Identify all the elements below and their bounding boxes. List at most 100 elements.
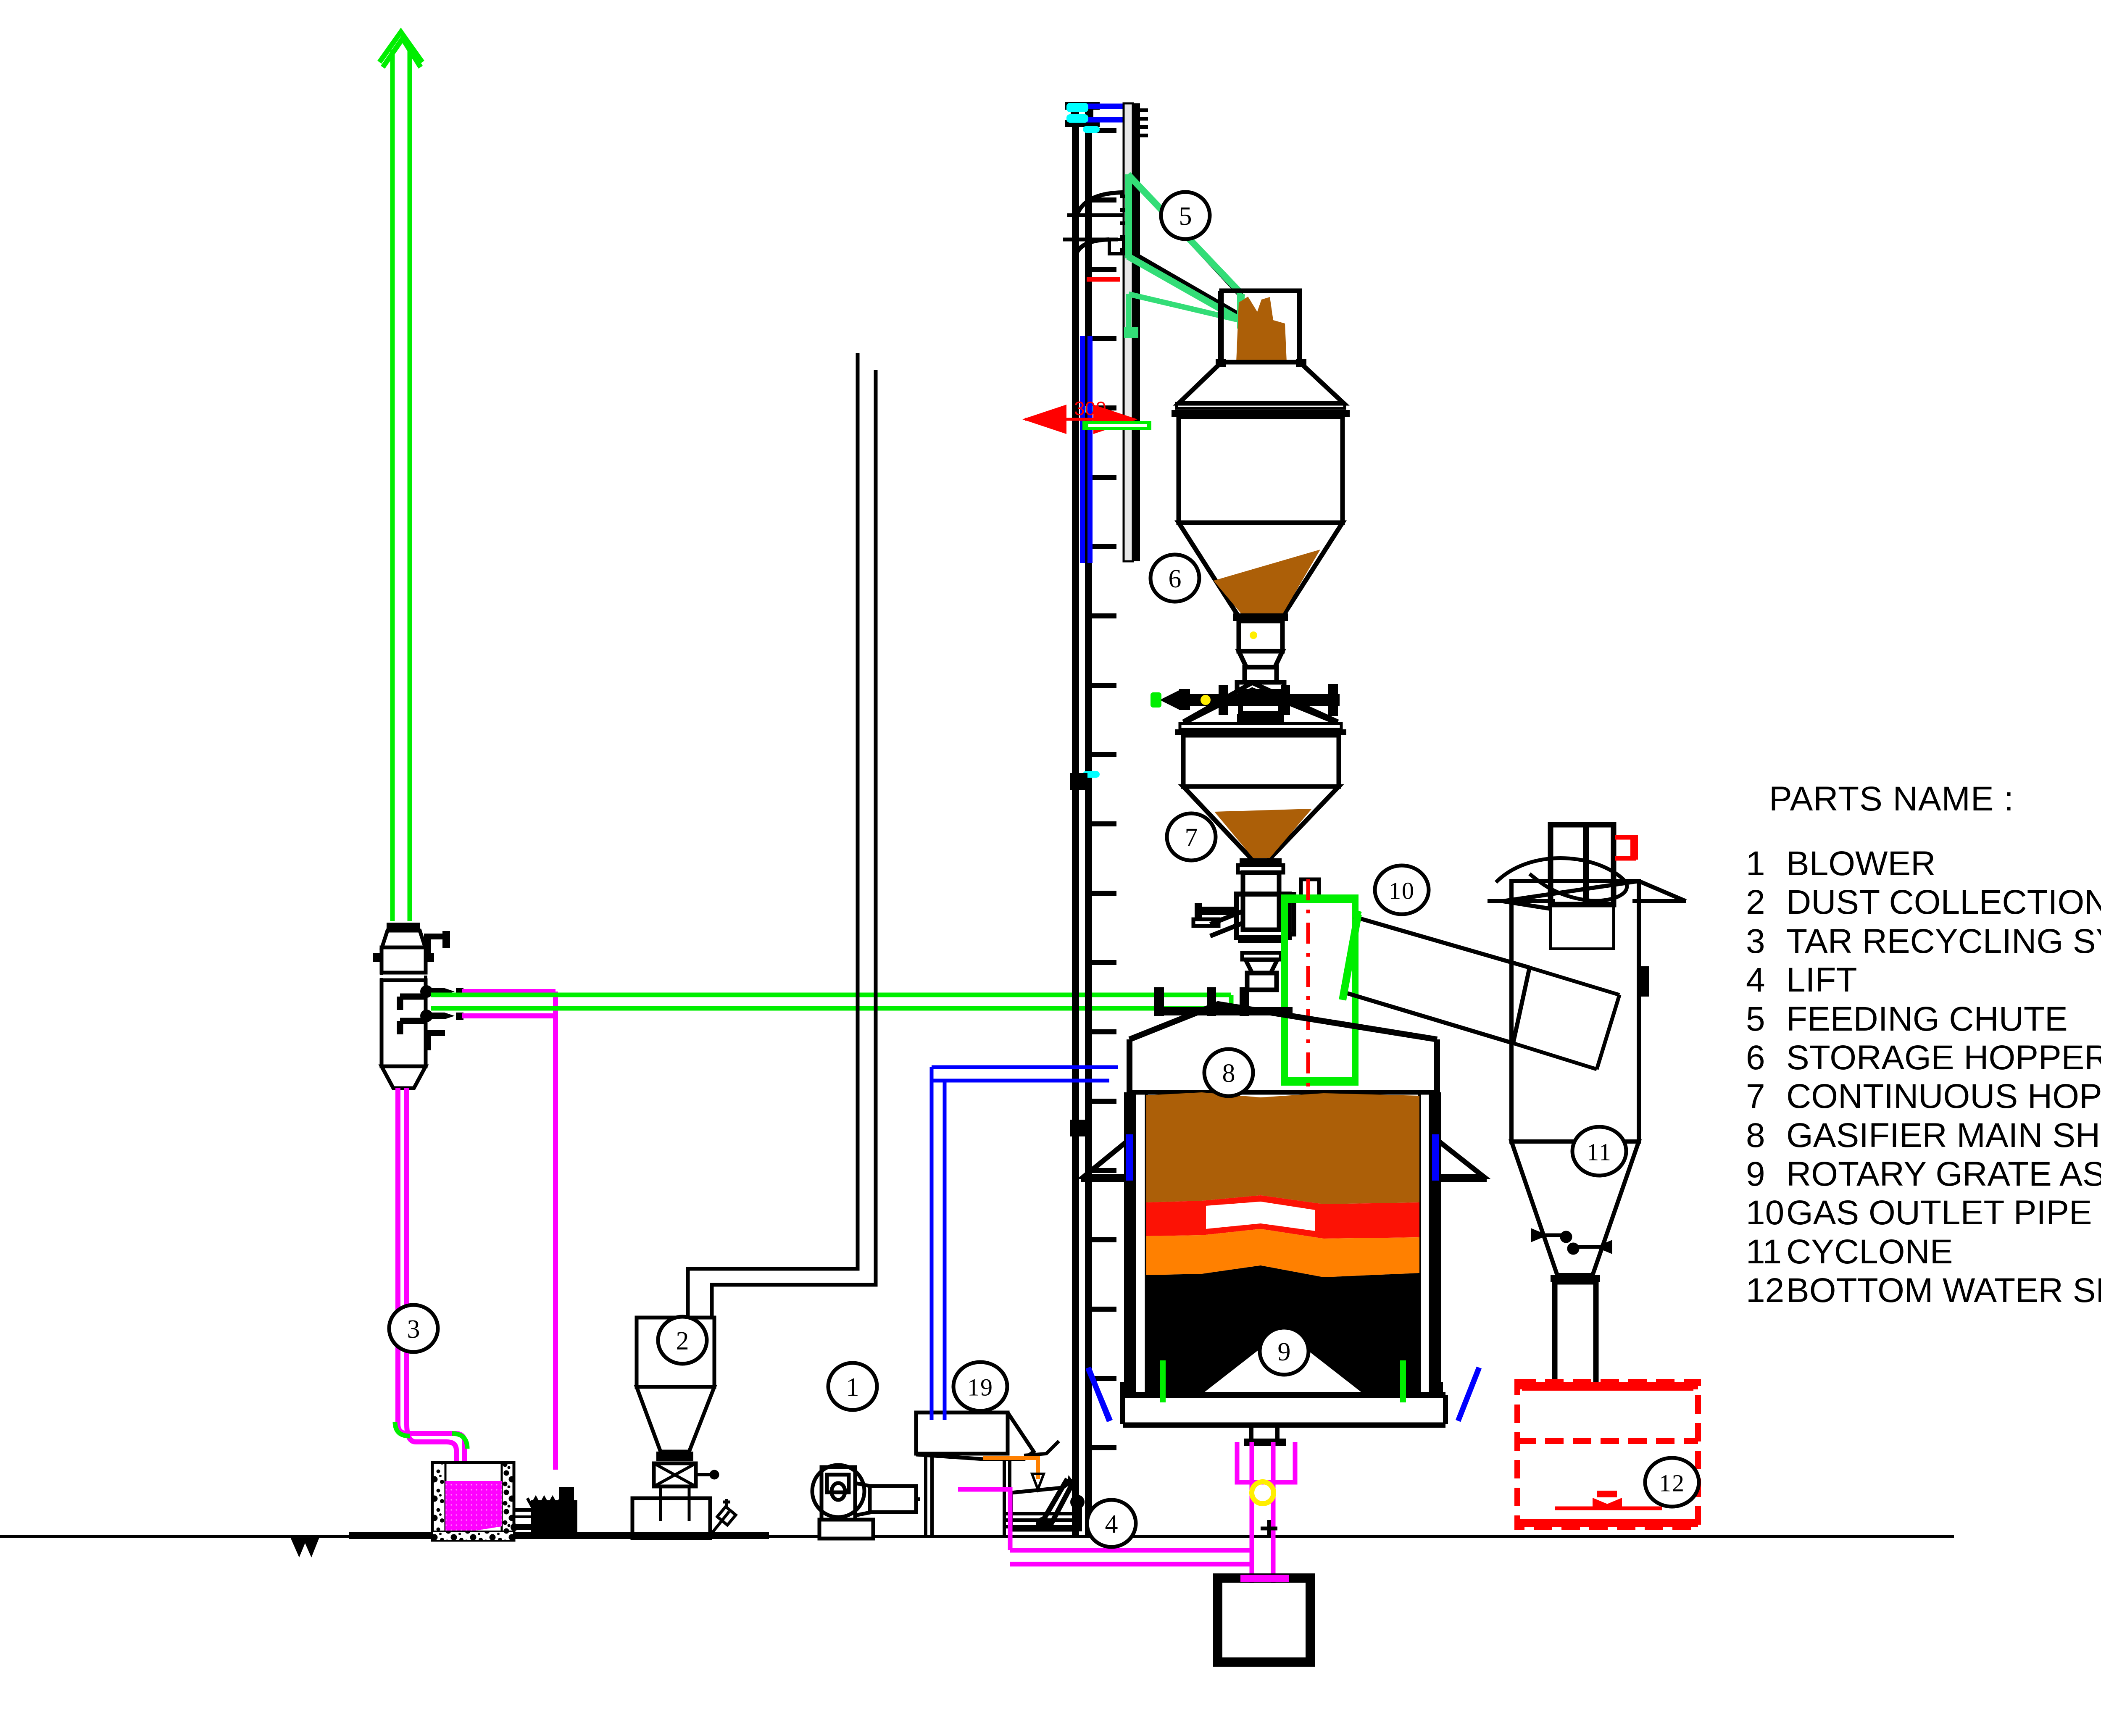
balloon-19: 19 [951,1360,1009,1413]
balloon-4: 4 [1085,1498,1138,1549]
legend-item-number: 8 [1746,1116,1765,1155]
tar-pipe-network [395,989,558,1470]
legend-item-name: BLOWER [1786,844,1936,883]
bottom-water-seal-tank [1514,1379,1701,1530]
balloon-circle [1643,1456,1701,1509]
dimension-300-label: 300 [1074,397,1106,419]
balloon-circle [1202,1047,1255,1098]
tar-loop-elbow-highlight [392,1421,470,1449]
zone-drying-brown [1146,1092,1419,1204]
legend-item-name: CONTINUOUS HOPPER [1786,1077,2101,1116]
ash-discharge-seal [958,1423,1298,1597]
dust-collector-duct [686,353,878,1318]
legend-item-1: 1 BLOWER [1746,844,2101,883]
balloon-label: 4 [1105,1510,1118,1539]
legend-item-number: 5 [1746,1000,1765,1038]
balloon-label: 11 [1587,1139,1612,1166]
balloon-circle [1373,863,1431,916]
legend-item-3: 3 TAR RECYCLING SYSTEM [1746,922,2101,960]
blue-strut [1086,1368,1113,1422]
green-vent-stack [377,27,424,921]
cooling-water-line [929,1065,1118,1420]
producer-gas-line [431,992,1234,1011]
legend-item-number: 6 [1746,1038,1765,1077]
balloon-12: 12 [1643,1456,1701,1509]
balloon-6: 6 [1148,552,1201,604]
legend-item-number: 2 [1746,883,1765,922]
tar-pump [511,1487,577,1538]
balloon-label: 1 [846,1373,859,1402]
balloon-11: 11 [1570,1125,1628,1178]
balloon-circle [1570,1125,1628,1178]
biomass-in-continuous-hopper [1214,809,1312,858]
legend-item-5: 5 FEEDING CHUTE [1746,1000,2101,1038]
balloon-8: 8 [1202,1047,1255,1098]
lift-stop-1: 1 [1135,191,1140,201]
balloon-label: 10 [1389,877,1415,905]
legend-item-name: DUST COLLECTION SYSTEM [1786,883,2101,922]
parts-legend-list: 1 BLOWER 2 DUST COLLECTION SYSTEM 3 TAR RECYC… [1746,845,2101,1310]
balloon-circle [1165,811,1218,863]
legend-item-name: CYCLONE [1786,1232,1953,1271]
legend-item-number: 1 [1746,844,1765,883]
zone-oxidation-orange [1146,1229,1419,1277]
tar-recycling-vessel [373,923,463,1090]
balloon-label: 9 [1278,1338,1291,1366]
balloon-circle [656,1315,709,1366]
legend-item-2: 2 DUST COLLECTION SYSTEM [1746,884,2101,921]
legend-item-name: FEEDING CHUTE [1786,1000,2068,1038]
zone-void-white [1206,1202,1315,1231]
balloon-label: 7 [1185,823,1198,852]
balloon-circle [1085,1498,1138,1549]
legend-item-name: BOTTOM WATER SEAL TANK [1786,1271,2101,1310]
legend-item-number: 11 [1746,1232,1782,1271]
storage-hopper [1172,288,1350,654]
legend-item-name: LIFT [1786,961,1857,1000]
legend-item-4: 4 LIFT [1746,961,2101,999]
balloon-circle [826,1361,879,1412]
legend-item-name: GAS OUTLET PIPE [1786,1194,2092,1232]
lift-stop-2: 2 [1135,204,1140,215]
balloon-label: 2 [676,1327,689,1355]
balloon-label: 3 [407,1315,420,1344]
balloon-circle [1148,552,1201,604]
balloon-1: 1 [826,1361,879,1412]
legend-item-number: 10 [1746,1194,1785,1232]
blower-unit [810,1463,920,1541]
balloon-2: 2 [656,1315,709,1366]
legend-item-number: 9 [1746,1155,1765,1193]
continuous-hopper [1175,680,1346,992]
balloon-label: 8 [1222,1059,1235,1088]
legend-item-name: TAR RECYCLING SYSTEM [1786,922,2101,960]
gas-outlet-pipe [1281,877,1622,1105]
lift-stop-3: 3 [1135,218,1140,228]
legend-item-name: STORAGE HOPPER [1786,1038,2101,1077]
legend-item-number: 4 [1746,961,1765,1000]
tar-collection-pit [431,1461,516,1542]
legend-item-7: 7 CONTINUOUS HOPPER [1746,1078,2101,1115]
biomass-in-chute [1236,297,1287,362]
cyclone-separator [1488,822,1687,1388]
legend-item-number: 3 [1746,922,1765,960]
balloon-circle [951,1360,1009,1413]
lift-stop-4: 4 [1135,231,1140,242]
balloon-label: 19 [967,1374,993,1401]
balloon-circle [387,1303,440,1354]
balloon-9: 9 [1258,1326,1311,1377]
lift-tower-rail [1065,102,1116,1535]
balloon-3: 3 [387,1303,440,1354]
balloon-circle [1159,190,1212,241]
balloon-10: 10 [1373,863,1431,916]
balloon-label: 5 [1179,202,1192,231]
balloon-label: 6 [1169,565,1182,593]
legend-item-number: 12 [1746,1271,1785,1310]
legend-item-number: 7 [1746,1077,1765,1116]
